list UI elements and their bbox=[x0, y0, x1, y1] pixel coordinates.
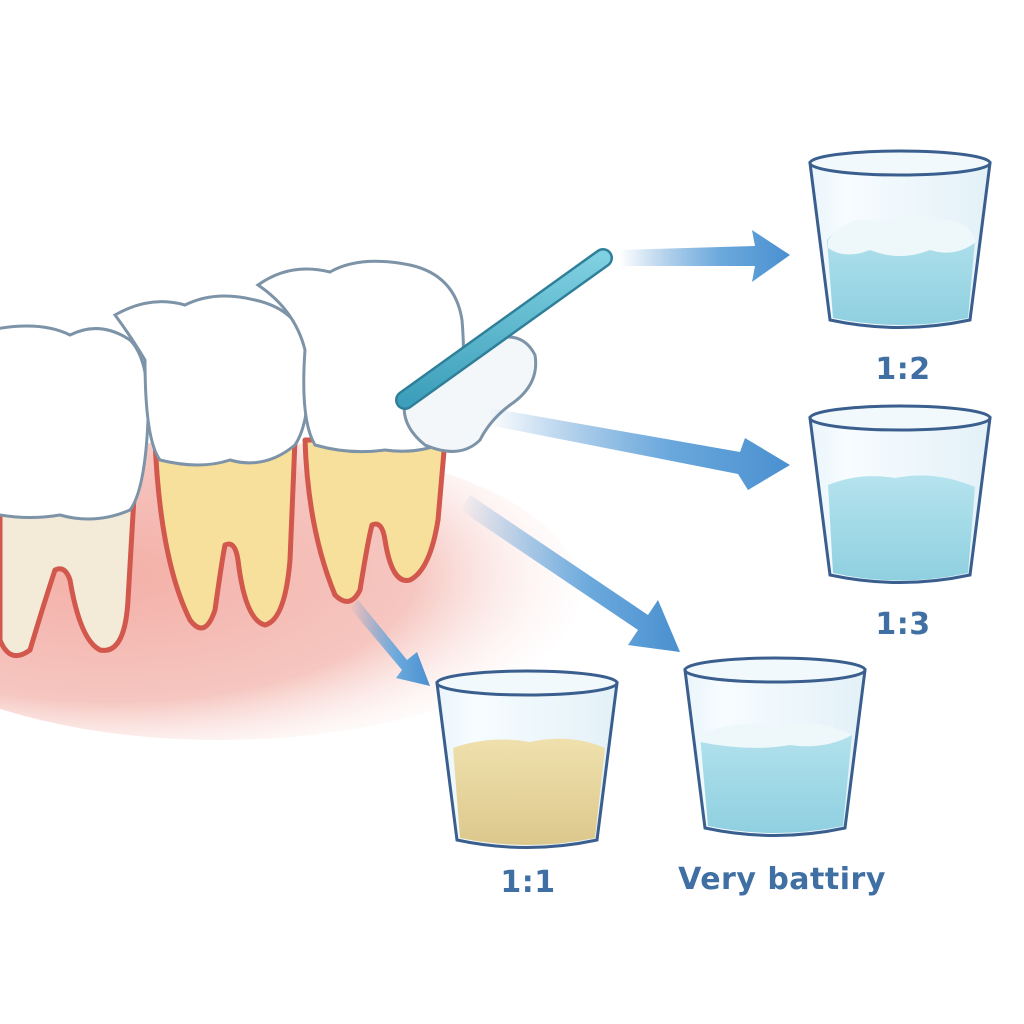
swab-stick bbox=[395, 248, 613, 410]
cup-1-3 bbox=[808, 404, 992, 584]
cup-1-2 bbox=[808, 149, 992, 329]
arrow-to-cup-1-3 bbox=[488, 408, 790, 490]
crown-middle bbox=[112, 294, 311, 467]
cup-label-very: Very battiry bbox=[678, 862, 886, 897]
cup-very bbox=[683, 656, 867, 837]
tooth-roots bbox=[0, 437, 448, 659]
arrow-to-cup-very bbox=[460, 495, 680, 652]
arrow-to-cup-1-2 bbox=[620, 230, 790, 282]
cup-label-1-3: 1:3 bbox=[875, 607, 931, 642]
root-middle-yellow bbox=[152, 437, 298, 631]
crown-left bbox=[0, 324, 150, 521]
cup-label-1-2: 1:2 bbox=[875, 352, 931, 387]
arrow-to-cup-1-1 bbox=[350, 600, 430, 686]
cup-label-1-1: 1:1 bbox=[500, 865, 556, 900]
cup-1-1 bbox=[435, 669, 619, 849]
root-left-cream bbox=[0, 477, 138, 659]
root-right-yellow bbox=[302, 437, 448, 604]
